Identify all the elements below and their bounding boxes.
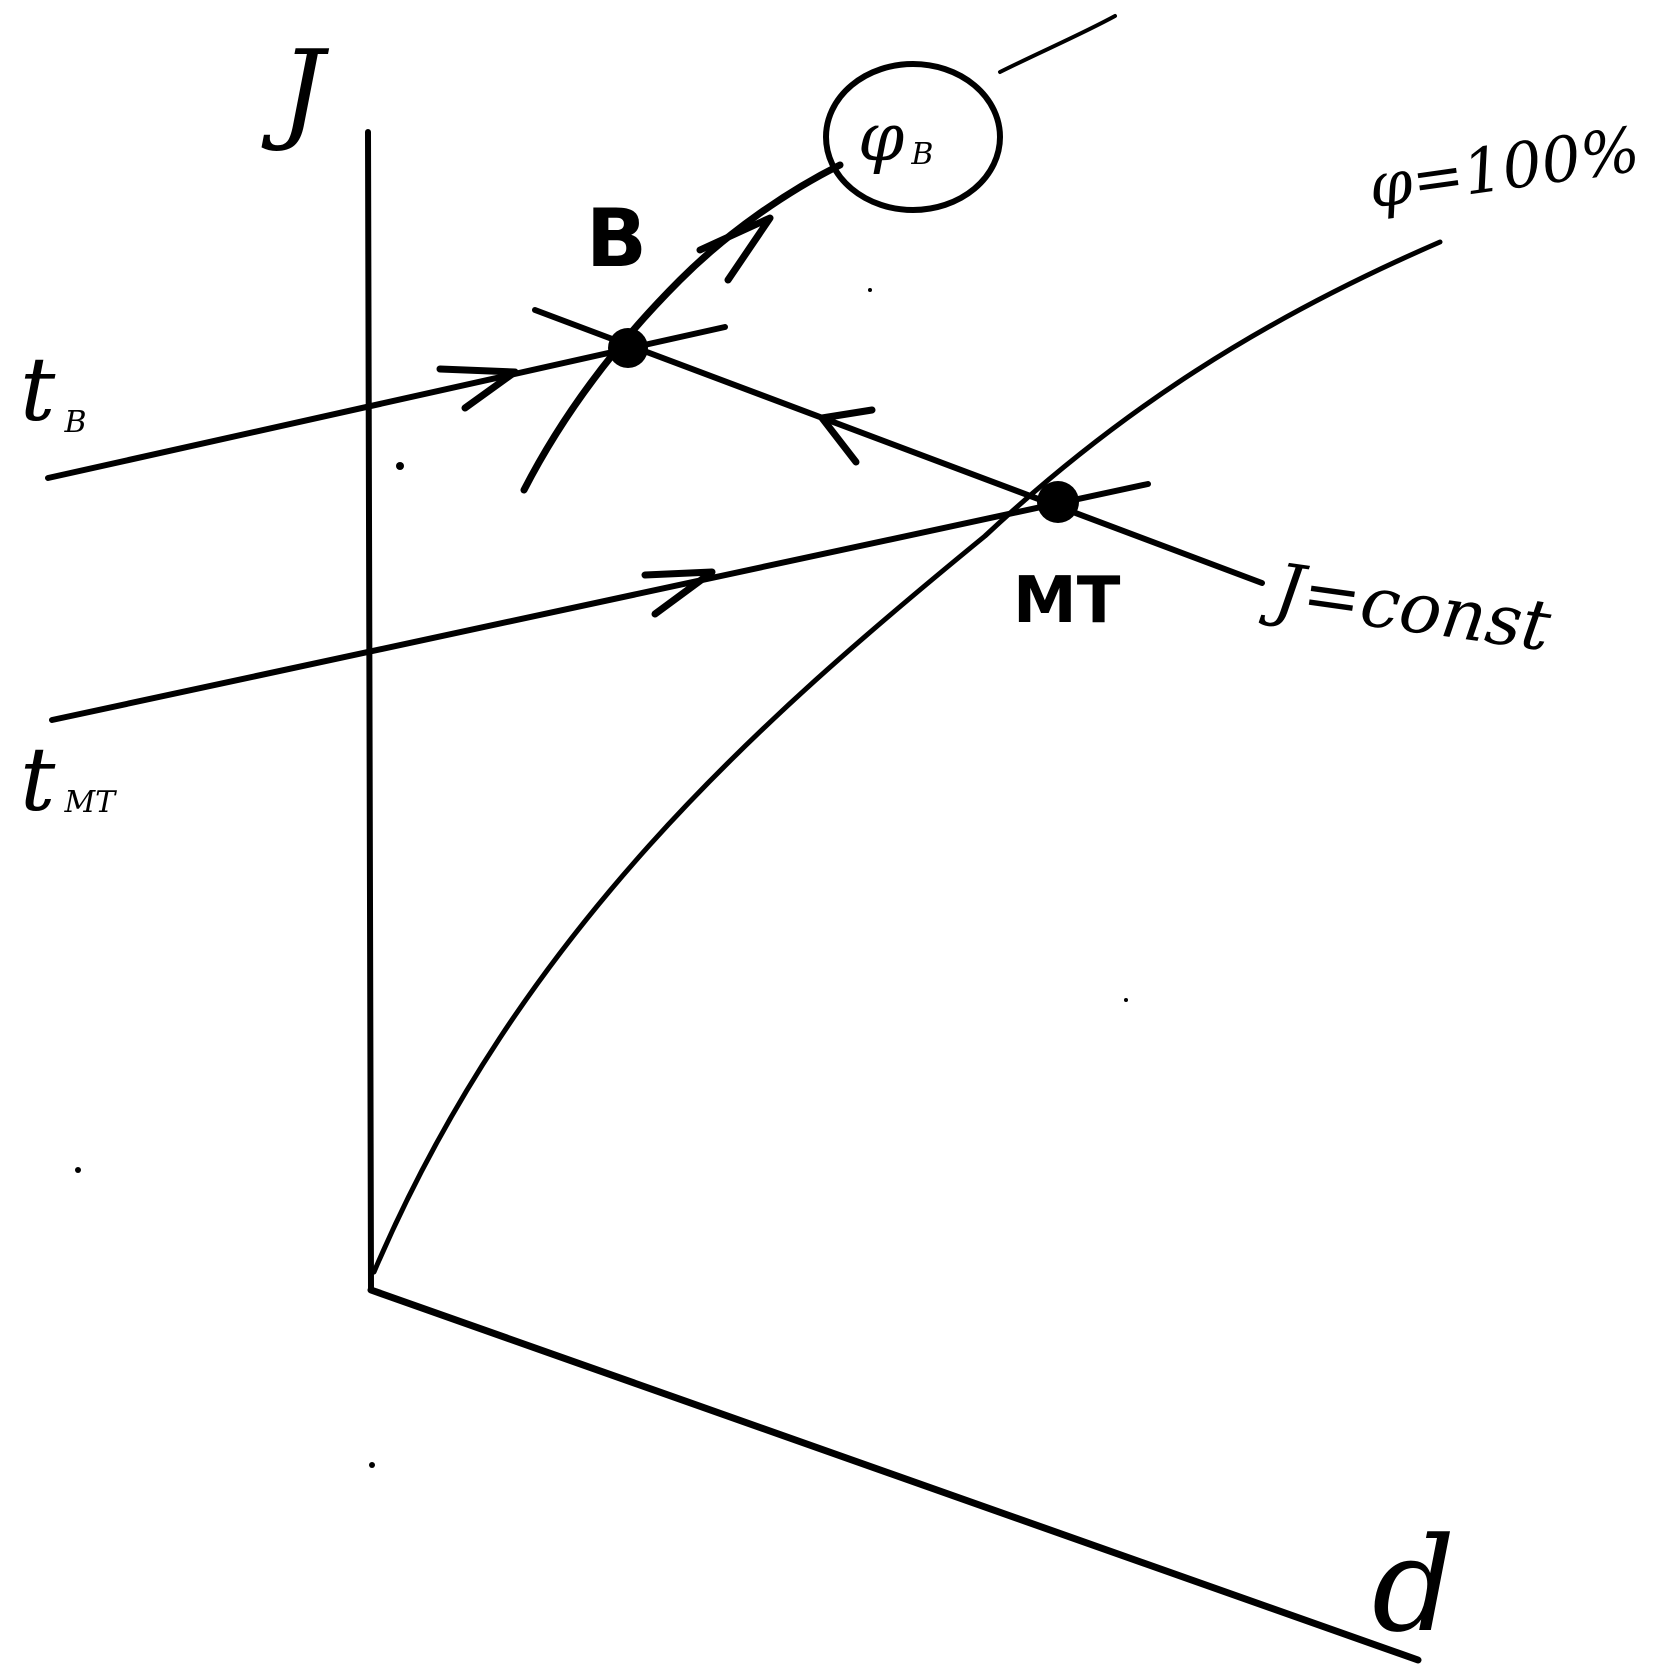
enthalpy-line-label: J=const xyxy=(1258,546,1557,668)
scan-speck xyxy=(1124,998,1128,1002)
humidity-b-label: φ B xyxy=(858,99,933,176)
humidity-b-label-main: φ xyxy=(858,99,904,176)
scan-speck xyxy=(369,1462,375,1468)
isotherm-mt-label-sub: MT xyxy=(63,785,117,820)
saturation-curve xyxy=(371,239,1443,1275)
isotherm-b-label: t B xyxy=(20,338,87,441)
point-b xyxy=(608,328,648,368)
isotherm-mt-line xyxy=(49,481,1151,723)
scan-speck xyxy=(396,462,404,470)
point-mt xyxy=(1037,481,1079,523)
humidity-b-label-sub: B xyxy=(910,137,933,172)
isotherm-b-label-sub: B xyxy=(63,405,86,440)
enthalpy-const-line xyxy=(532,307,1265,586)
humidity-curve-b-arrow xyxy=(696,214,774,284)
isotherm-mt-arrow xyxy=(641,568,716,618)
humidity-curve-b xyxy=(520,161,844,494)
isotherm-b-label-main: t xyxy=(20,338,56,441)
point-b-label: B xyxy=(586,192,647,285)
isotherm-mt-label: t MT xyxy=(20,728,117,831)
enthalpy-axis xyxy=(365,129,374,1293)
scan-speck xyxy=(868,288,872,292)
isotherm-mt-label-main: t xyxy=(20,728,56,831)
axis-horizontal-label: d xyxy=(1372,1509,1455,1661)
humidity-curve-b-tail xyxy=(998,14,1117,74)
point-mt-label: MT xyxy=(1013,564,1121,638)
scan-speck xyxy=(75,1167,81,1173)
moisture-axis xyxy=(367,1286,1422,1664)
humidity-label-circle xyxy=(823,61,1003,213)
saturation-curve-label: φ=100% xyxy=(1364,113,1644,223)
enthalpy-const-arrow xyxy=(818,406,876,466)
isotherm-b-arrow xyxy=(436,365,519,412)
axis-vertical-label: J xyxy=(261,26,330,154)
